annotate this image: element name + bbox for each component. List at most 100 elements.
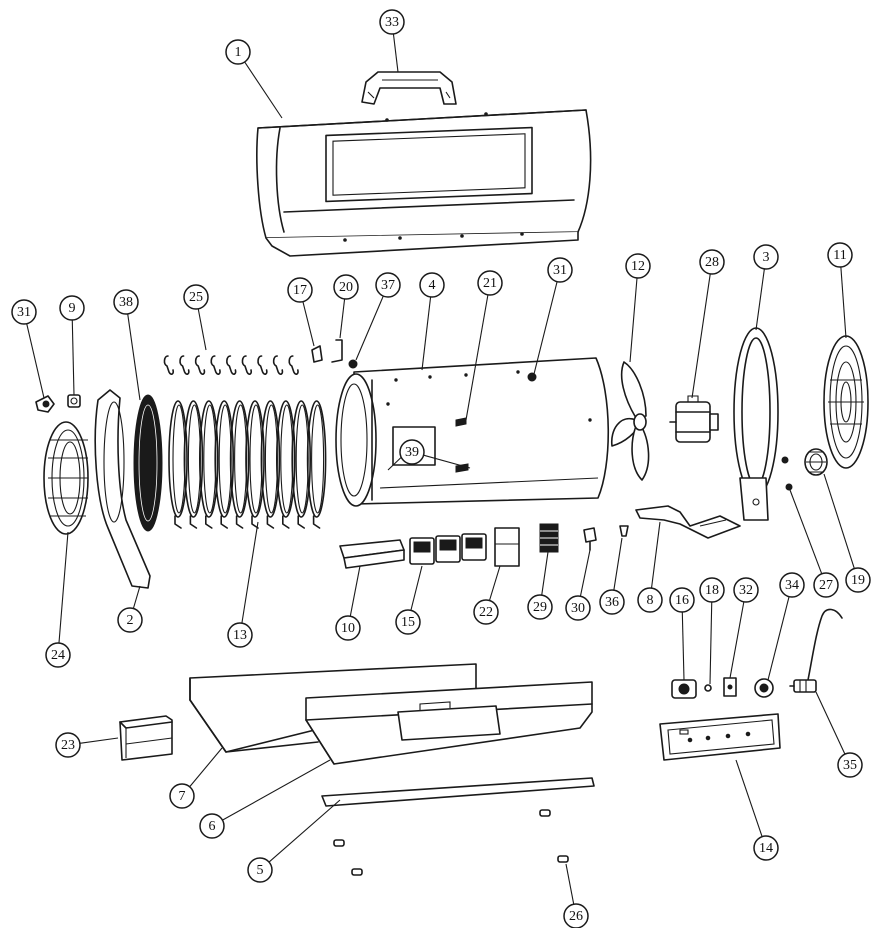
coil-loop	[183, 400, 204, 518]
coil-lead	[220, 515, 228, 529]
leader-c25	[197, 308, 207, 351]
leader-c39	[423, 454, 471, 469]
callout-number: 27	[819, 578, 833, 593]
callout-circle	[637, 587, 663, 613]
part-reflector-disk	[133, 394, 163, 532]
callout-number: 5	[257, 863, 264, 878]
callout-number: 25	[189, 290, 203, 305]
coil-loop	[214, 400, 234, 518]
leader-c26	[565, 863, 575, 905]
part-top-cover	[256, 109, 592, 257]
callout-number: 18	[705, 583, 719, 598]
callout-number: 34	[785, 578, 799, 593]
callout-circle	[183, 284, 209, 310]
callout-circle	[813, 572, 839, 598]
leader-c38	[127, 313, 141, 401]
part-sensor	[583, 527, 597, 551]
coil-loop	[275, 400, 296, 518]
callout-circle	[827, 242, 853, 268]
callout-number: 31	[553, 263, 567, 278]
coil-loop-inner	[280, 404, 294, 514]
callout-number: 31	[17, 305, 31, 320]
callout-24: 24	[45, 642, 71, 668]
callout-4: 4	[419, 272, 445, 298]
callout-circle	[113, 289, 139, 315]
callout-6: 6	[199, 813, 225, 839]
terminal-hook	[241, 355, 252, 375]
coil-loop	[199, 400, 219, 518]
leader-c8	[650, 521, 661, 589]
leader-c29	[541, 551, 549, 596]
callout-number: 37	[381, 278, 395, 293]
callout-circle	[199, 813, 225, 839]
part-control-panel	[659, 713, 781, 761]
callout-circle	[117, 607, 143, 633]
callout-31: 31	[547, 257, 573, 283]
part-front-ring-bracket	[733, 327, 779, 521]
coil-loop-inner	[249, 404, 263, 514]
callout-38: 38	[113, 289, 139, 315]
leader-c32	[729, 601, 745, 679]
callout-28: 28	[699, 249, 725, 275]
leader-c3	[755, 268, 765, 331]
terminal-hook	[272, 355, 284, 375]
callout-number: 13	[233, 628, 247, 643]
callout-circle	[527, 594, 553, 620]
coil-lead	[251, 515, 259, 529]
part-grommet	[754, 678, 774, 698]
callout-circle	[247, 857, 273, 883]
coil-loop-inner	[295, 404, 309, 514]
leader-c4	[421, 296, 432, 371]
coil-loop-inner	[311, 404, 325, 514]
callout-number: 32	[739, 583, 753, 598]
callout-circle	[753, 835, 779, 861]
callout-circle	[845, 567, 871, 593]
callout-20: 20	[333, 274, 359, 300]
callout-number: 19	[851, 573, 865, 588]
leader-c22	[488, 565, 501, 601]
coil-lead	[266, 515, 275, 529]
callout-circle	[169, 783, 195, 809]
part-rubber-feet	[333, 809, 569, 876]
callout-circle	[477, 270, 503, 296]
callout-circle	[699, 577, 725, 603]
coil-loop	[245, 400, 265, 518]
coil-loop	[291, 400, 312, 518]
callout-circle	[11, 299, 37, 325]
part-rear-grille	[43, 421, 89, 535]
callout-21: 21	[477, 270, 503, 296]
leader-c19	[823, 473, 855, 569]
part-heating-element	[168, 400, 327, 529]
coil-lead	[189, 515, 198, 529]
callout-number: 26	[569, 909, 583, 924]
leader-c35	[815, 691, 846, 755]
callout-circle	[753, 244, 779, 270]
leader-c6	[222, 759, 331, 821]
terminal-hook	[210, 355, 221, 375]
leader-c31a	[26, 323, 45, 399]
leader-c5	[268, 799, 341, 863]
leader-c20	[339, 298, 346, 339]
callout-22: 22	[473, 599, 499, 625]
callout-number: 1	[235, 45, 242, 60]
leader-c18	[709, 601, 713, 685]
part-motor	[669, 395, 719, 443]
part-terminal-screw	[619, 525, 629, 537]
leader-c13	[241, 521, 259, 624]
part-nut	[67, 394, 81, 408]
leader-c30	[579, 549, 591, 597]
leader-lines	[26, 33, 855, 905]
callout-number: 6	[209, 819, 216, 834]
part-small-nut	[348, 359, 358, 369]
callout-circle	[837, 752, 863, 778]
callout-circle	[227, 622, 253, 648]
leader-c33	[392, 33, 399, 73]
callout-5: 5	[247, 857, 273, 883]
part-motor-bracket	[635, 505, 741, 539]
callout-number: 11	[833, 248, 846, 263]
leader-c27	[789, 489, 823, 574]
part-bottom-strip	[321, 777, 595, 807]
leader-c36	[613, 537, 623, 591]
callout-circle	[779, 572, 805, 598]
